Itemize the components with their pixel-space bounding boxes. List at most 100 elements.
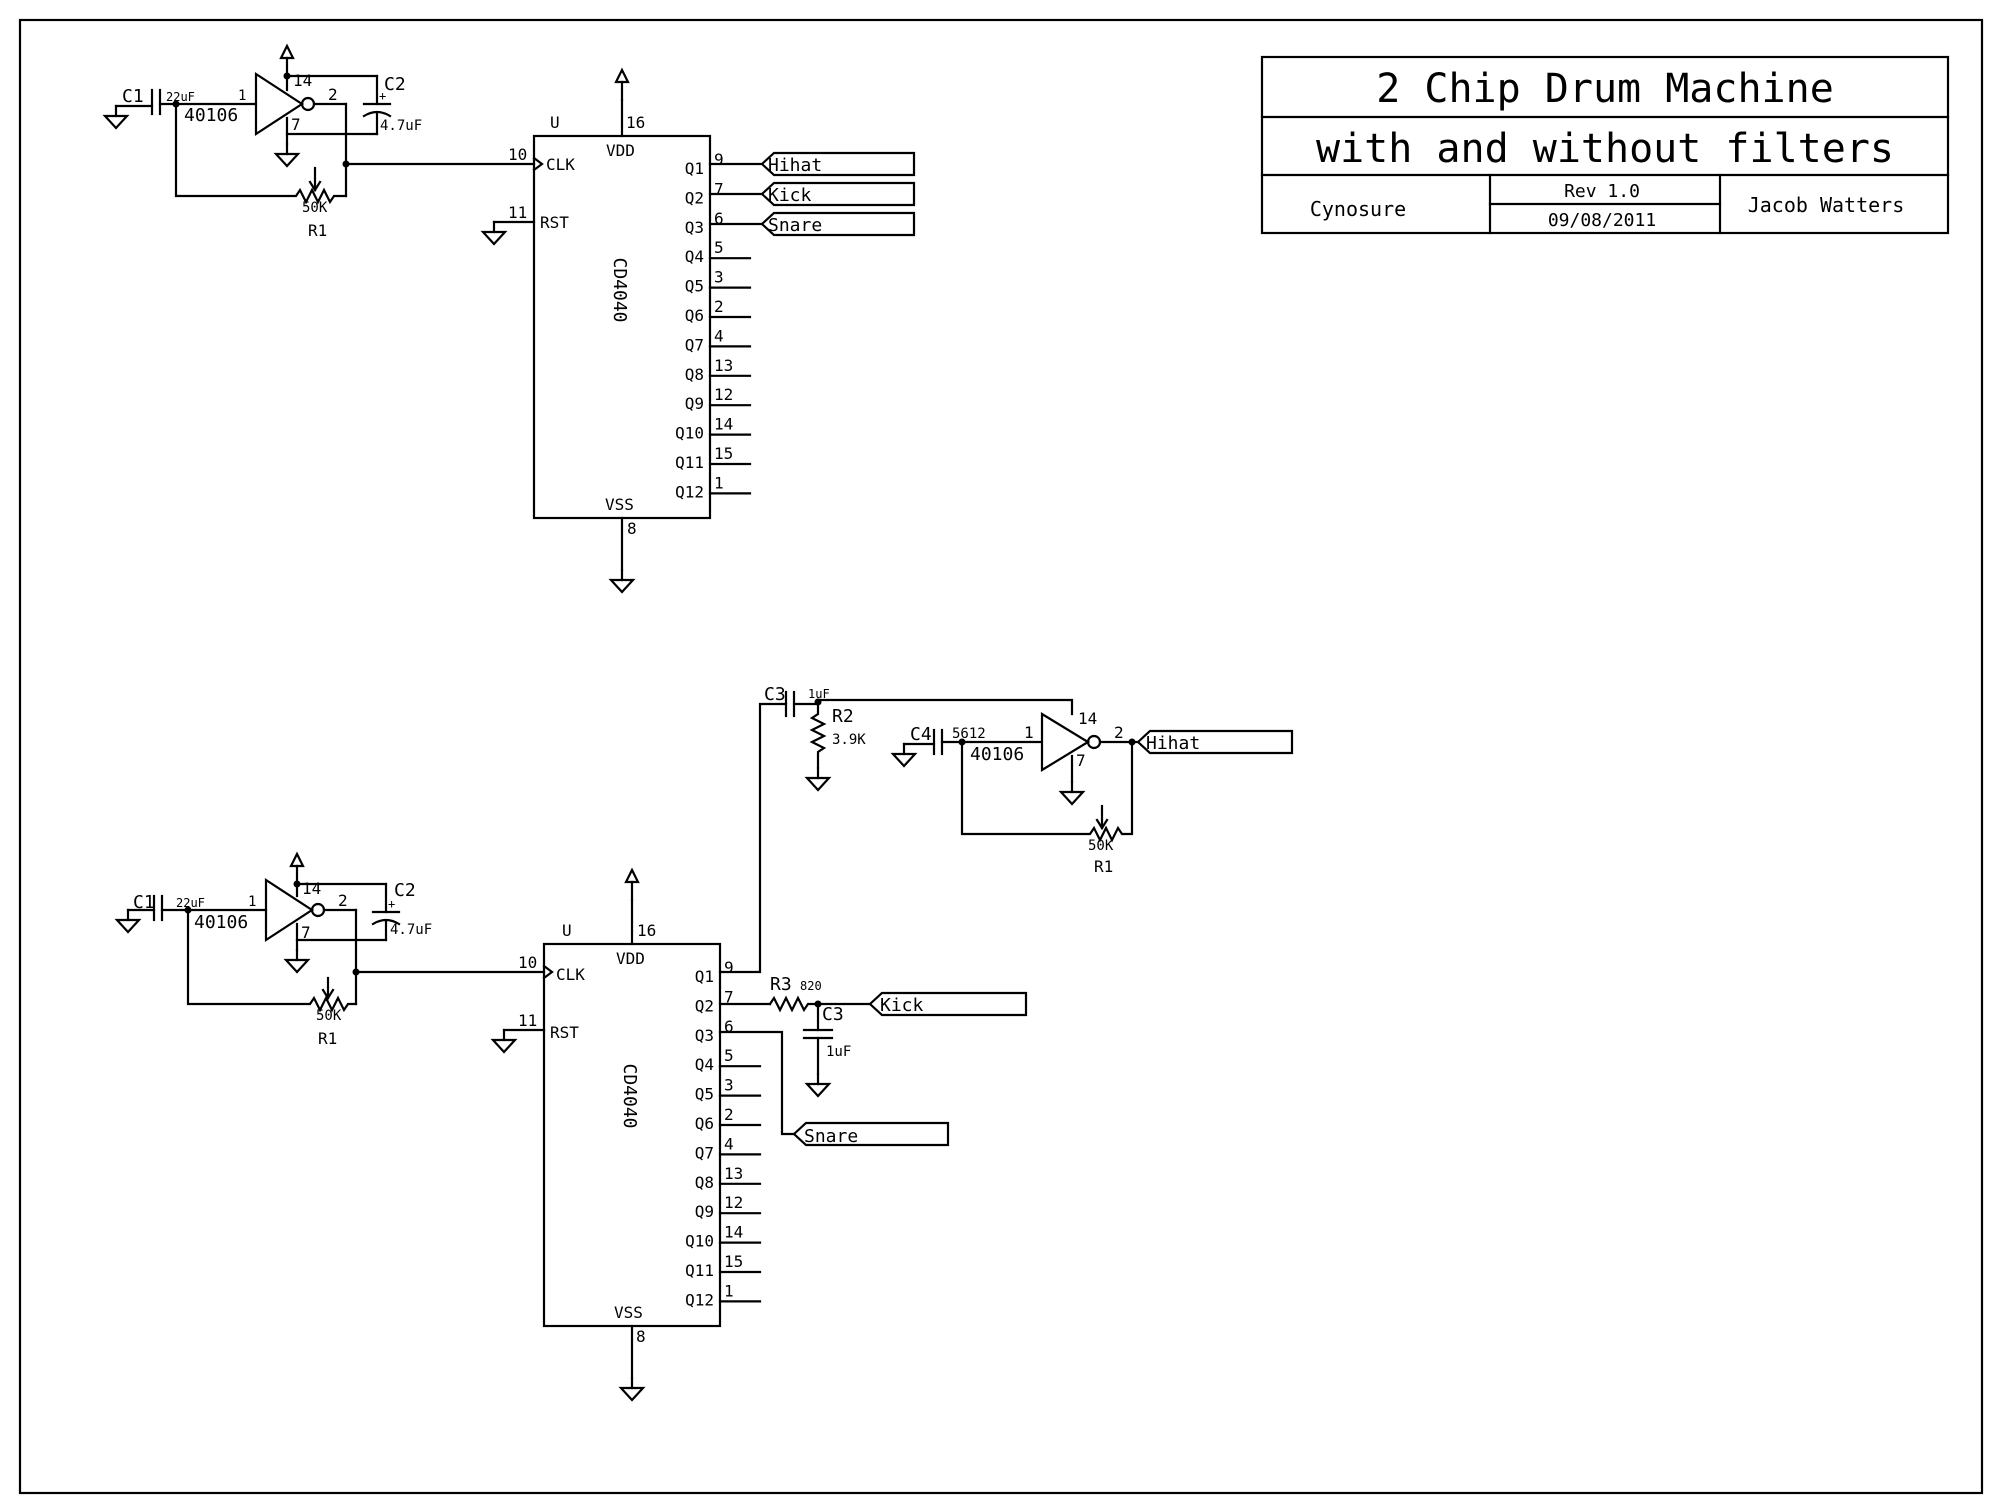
bottom-pin-number-q2: 7 xyxy=(724,987,734,1006)
top-pin-label-q12: Q12 xyxy=(675,482,704,501)
top-pin-number-q4: 5 xyxy=(714,238,724,257)
bottom-pin-label-q12: Q12 xyxy=(685,1290,714,1309)
bottom-r1-value: 50K xyxy=(316,1008,342,1024)
bottom-r2-value: 3.9K xyxy=(832,732,866,748)
bottom-c2-plus: + xyxy=(388,897,395,911)
top-clk-label: CLK xyxy=(546,155,575,174)
title-text: 2 Chip Drum Machine xyxy=(1376,66,1834,112)
bottom-inv-pin1: 1 xyxy=(248,894,256,910)
bottom-kick-path: R3 820 C3 1uF Kick xyxy=(718,974,1028,1098)
filter-inv-pin1: 1 xyxy=(1024,723,1034,742)
bottom-pin-number-q5: 3 xyxy=(724,1076,734,1095)
bottom-c1-capacitor: C1 22uF xyxy=(115,892,268,934)
filter-r1-value: 50K xyxy=(1088,838,1114,854)
bottom-c3b-label: C3 xyxy=(822,1004,844,1025)
top-pin-label-q10: Q10 xyxy=(675,424,704,443)
filter-inv-chip: 40106 xyxy=(970,744,1024,765)
top-chip-ref: U xyxy=(550,113,560,132)
bottom-pin-label-q1: Q1 xyxy=(695,967,714,986)
title-block: 2 Chip Drum Machine with and without fil… xyxy=(1260,55,1950,235)
bottom-r2-label: R2 xyxy=(832,706,854,727)
revision-text: Rev 1.0 xyxy=(1564,181,1640,202)
top-pin-number-q1: 9 xyxy=(714,150,724,169)
bottom-c4-value: 5612 xyxy=(952,726,986,742)
bottom-c4-capacitor: C4 5612 xyxy=(891,724,1042,768)
bottom-c3-value: 1uF xyxy=(808,687,830,701)
bottom-hihat-text: Hihat xyxy=(1146,733,1200,754)
top-chip-part: CD4040 xyxy=(609,257,630,322)
top-c2-plus: + xyxy=(379,89,386,103)
top-snare-output: Snare xyxy=(708,211,916,237)
top-pin-number-q12: 1 xyxy=(714,473,724,492)
top-pin-number-q5: 3 xyxy=(714,268,724,287)
top-pin-label-q4: Q4 xyxy=(685,247,704,266)
top-c1-value: 22uF xyxy=(166,90,195,104)
top-pin-label-q8: Q8 xyxy=(685,365,704,384)
bottom-pin-label-q6: Q6 xyxy=(695,1114,714,1133)
top-kick-output: Kick xyxy=(708,181,916,207)
top-pin-number-q3: 6 xyxy=(714,209,724,228)
bottom-pin-label-q2: Q2 xyxy=(695,996,714,1015)
bottom-pin-number-q4: 5 xyxy=(724,1046,734,1065)
bottom-clk-label: CLK xyxy=(556,965,585,984)
bottom-vss-label: VSS xyxy=(614,1303,643,1322)
top-pin-label-q1: Q1 xyxy=(685,159,704,178)
bottom-circuit: C1 22uF 40106 1 2 14 7 + C2 4. xyxy=(115,684,1294,1402)
top-pin-number-q8: 13 xyxy=(714,356,733,375)
top-c2-label: C2 xyxy=(384,74,406,95)
top-pin-label-q2: Q2 xyxy=(685,188,704,207)
bottom-pin-number-q12: 1 xyxy=(724,1281,734,1300)
top-pin-number-q10: 14 xyxy=(714,415,733,434)
filter-r1-label: R1 xyxy=(1094,857,1113,876)
bottom-pin-label-q4: Q4 xyxy=(695,1055,714,1074)
top-pin-label-q6: Q6 xyxy=(685,306,704,325)
top-inverter: 40106 1 2 14 7 xyxy=(184,44,379,168)
bottom-inv-pin7: 7 xyxy=(301,923,311,942)
bottom-pin-label-q5: Q5 xyxy=(695,1085,714,1104)
top-r1-potentiometer: 50K R1 xyxy=(174,102,348,240)
bottom-pin-label-q11: Q11 xyxy=(685,1261,714,1280)
top-r1-value: 50K xyxy=(302,200,328,216)
top-inv-pin1: 1 xyxy=(238,88,246,104)
top-pin-number-q6: 2 xyxy=(714,297,724,316)
bottom-pin-label-q3: Q3 xyxy=(695,1026,714,1045)
bottom-snare-text: Snare xyxy=(804,1126,858,1147)
bottom-hihat-output: Hihat xyxy=(1130,729,1294,755)
bottom-clk-pin: 10 xyxy=(518,953,537,972)
bottom-pin-label-q8: Q8 xyxy=(695,1173,714,1192)
bottom-c3-label: C3 xyxy=(764,684,786,705)
bottom-filter-inverter: 40106 1 2 14 7 xyxy=(970,709,1124,806)
top-pin-label-q5: Q5 xyxy=(685,277,704,296)
bottom-inv-pin2: 2 xyxy=(338,891,348,910)
top-clk-pin: 10 xyxy=(508,145,527,164)
bottom-pin-label-q9: Q9 xyxy=(695,1202,714,1221)
bottom-pin-number-q8: 13 xyxy=(724,1164,743,1183)
bottom-kick-text: Kick xyxy=(880,995,924,1016)
bottom-r3-label: R3 xyxy=(770,974,792,995)
top-pin-number-q7: 4 xyxy=(714,326,724,345)
filter-inv-pin14: 14 xyxy=(1078,709,1097,728)
top-pin-label-q3: Q3 xyxy=(685,218,704,237)
top-hihat-text: Hihat xyxy=(768,155,822,176)
bottom-inv-pin14: 14 xyxy=(302,879,321,898)
filter-inv-pin7: 7 xyxy=(1076,751,1086,770)
top-r1-label: R1 xyxy=(308,221,327,240)
top-snare-text: Snare xyxy=(768,215,822,236)
bottom-pin-number-q6: 2 xyxy=(724,1105,734,1124)
bottom-chip-part: CD4040 xyxy=(619,1063,640,1128)
bottom-vdd-pin: 16 xyxy=(637,921,656,940)
bottom-r1-label: R1 xyxy=(318,1029,337,1048)
top-vdd-pin: 16 xyxy=(626,113,645,132)
bottom-pin-number-q10: 14 xyxy=(724,1223,743,1242)
bottom-c2-label: C2 xyxy=(394,880,416,901)
bottom-c4-label: C4 xyxy=(910,724,932,745)
bottom-c3b-value: 1uF xyxy=(826,1044,851,1060)
top-c1-capacitor: C1 22uF xyxy=(103,86,258,130)
bottom-c1-value: 22uF xyxy=(176,896,205,910)
bottom-c2-value: 4.7uF xyxy=(390,922,432,938)
top-circuit: C1 22uF 40106 1 2 14 7 xyxy=(103,44,916,594)
